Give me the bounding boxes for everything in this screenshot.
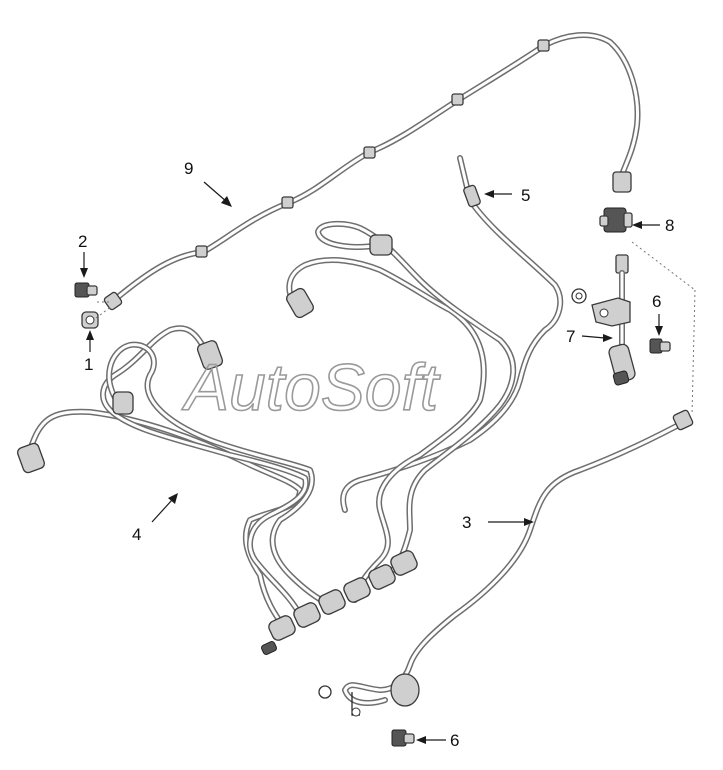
line-banjo-fitting <box>281 196 294 209</box>
part-2-bolt <box>74 282 98 298</box>
leader-6a <box>655 314 663 336</box>
line-banjo-fitting <box>195 245 208 258</box>
part-7-sensor-bracket <box>591 254 636 386</box>
leader-3 <box>488 518 534 526</box>
leader-2 <box>80 252 88 278</box>
callout-3: 3 <box>462 513 471 532</box>
leader-7 <box>581 334 613 342</box>
callout-6-upper: 6 <box>652 292 661 311</box>
leader-9 <box>203 181 232 207</box>
line-banjo-fitting <box>363 146 376 159</box>
watermark-text: AutoSoft <box>181 350 441 424</box>
line-end-fitting <box>103 291 123 311</box>
callout-8: 8 <box>665 216 674 235</box>
leader-6b <box>416 736 446 744</box>
part-1-seal-washer <box>81 311 99 329</box>
leader-8 <box>632 221 660 229</box>
callout-4: 4 <box>132 525 141 544</box>
callout-1: 1 <box>84 355 93 374</box>
line-end-fitting <box>612 171 632 193</box>
callout-6-lower: 6 <box>450 731 459 750</box>
part-6-bolt-lower <box>318 685 415 747</box>
part-5-supply-line <box>340 155 564 513</box>
line-banjo-fitting <box>537 39 550 52</box>
part-4-injection-line-bundle <box>16 220 517 656</box>
part-8-tee-fitting <box>599 207 633 233</box>
part-9-return-line <box>103 32 641 311</box>
part-6-bolt-upper <box>571 288 671 354</box>
callout-2: 2 <box>78 232 87 251</box>
part-3-fuel-line <box>342 409 694 717</box>
line-banjo-fitting <box>451 93 464 106</box>
callout-7: 7 <box>566 327 575 346</box>
callout-9: 9 <box>184 159 193 178</box>
leader-1 <box>86 330 94 352</box>
callout-5: 5 <box>521 186 530 205</box>
leader-4 <box>151 493 178 523</box>
leader-5 <box>484 190 512 198</box>
